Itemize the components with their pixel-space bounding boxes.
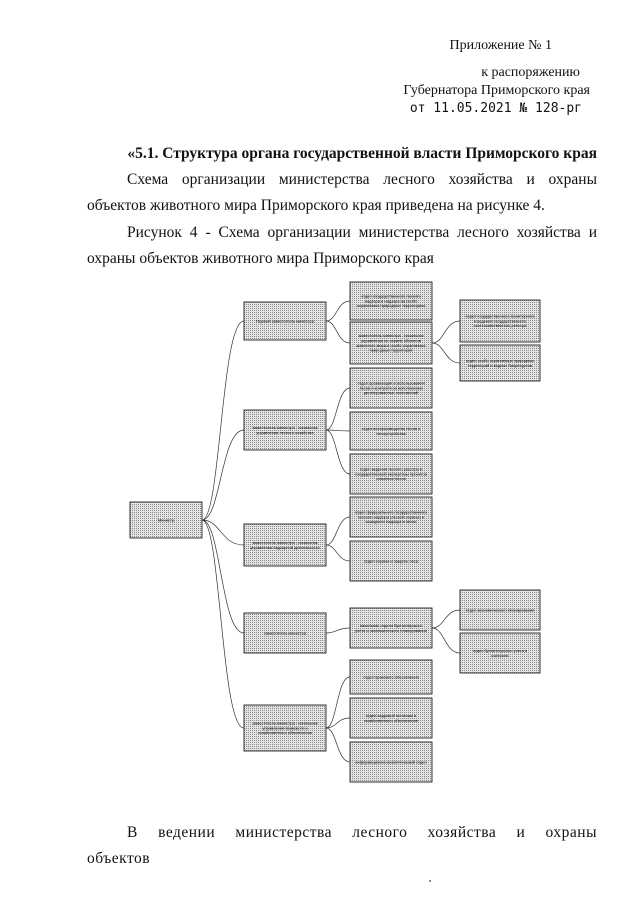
node-l3-2-label: отдел экономического планирования: [466, 607, 535, 612]
edge-root-l1-3: [201, 519, 245, 634]
node-root-label: Министр: [158, 517, 175, 522]
node-l1-3-label: заместитель министра: [264, 630, 307, 635]
edge-root-l1-1: [201, 429, 245, 521]
scan-dot: [429, 880, 431, 882]
section-title: «5.1. Структура органа государственной в…: [127, 145, 597, 162]
edge-l1-l2-3: [325, 429, 351, 432]
edge-root-l1-2: [201, 519, 245, 546]
edge-l1-l2-5: [325, 516, 351, 546]
node-l1-0: Первый заместитель министра: [243, 301, 327, 341]
appendix-governor-line: Губернатора Приморского края: [403, 83, 590, 98]
node-l2-6-label: отдел охраны и защиты леса: [364, 558, 419, 563]
node-l2-10: информационно-аналитический отдел: [349, 741, 433, 783]
appendix-date-number: от 11.05.2021 № 128-рг: [409, 101, 582, 116]
edge-l1-l2-8: [325, 676, 351, 729]
edge-l2-l3-3: [431, 627, 461, 654]
edge-root-l1-4: [201, 519, 245, 729]
edge-l1-l2-6: [325, 544, 351, 562]
figure-caption: Рисунок 4 - Схема организации министерст…: [87, 224, 597, 267]
edge-l1-l2-0: [325, 300, 351, 322]
node-l1-0-label: Первый заместитель министра: [256, 318, 315, 323]
node-l2-6: отдел охраны и защиты леса: [349, 540, 433, 582]
edge-l1-l2-10: [325, 727, 351, 763]
edge-l2-l3-1: [431, 342, 461, 364]
node-l2-8: отдел правового обеспечения: [349, 659, 433, 695]
appendix-order-line: к распоряжению: [481, 65, 580, 80]
node-l3-2: отдел экономического планирования: [459, 589, 541, 631]
node-l1-3: заместитель министра: [243, 612, 327, 654]
edge-root-l1-0: [201, 320, 245, 521]
edge-l1-l2-2: [325, 387, 351, 431]
node-root: Министр: [129, 501, 203, 539]
edge-l1-l2-7: [325, 627, 351, 634]
paragraph-1: Схема организации министерства лесного х…: [87, 171, 597, 214]
edge-l1-l2-4: [325, 429, 351, 475]
node-l2-8-label: отдел правового обеспечения: [363, 674, 419, 679]
node-l2-10-label: информационно-аналитический отдел: [355, 759, 427, 764]
paragraph-3: В ведении министерства лесного хозяйства…: [87, 824, 597, 867]
edge-l1-l2-1: [325, 320, 351, 344]
appendix-number: Приложение № 1: [449, 38, 553, 53]
edge-l1-l2-9: [325, 717, 351, 729]
edge-l2-l3-2: [431, 609, 461, 629]
edge-l2-l3-0: [431, 320, 461, 344]
